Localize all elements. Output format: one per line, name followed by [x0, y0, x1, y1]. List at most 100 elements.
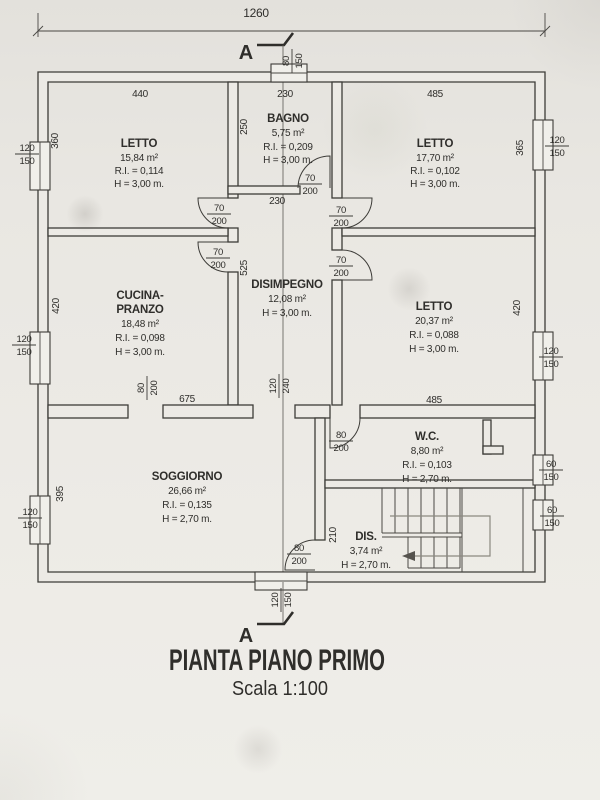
- svg-text:H = 2,70 m.: H = 2,70 m.: [402, 474, 452, 485]
- svg-text:18,48 m²: 18,48 m²: [121, 319, 160, 330]
- svg-text:60: 60: [547, 505, 557, 516]
- svg-text:LETTO: LETTO: [417, 138, 454, 150]
- svg-text:150: 150: [23, 520, 38, 531]
- room-label-letto-e: LETTO 20,37 m² R.I. = 0,088 H = 3,00 m.: [409, 301, 460, 355]
- svg-text:20,37 m²: 20,37 m²: [415, 316, 454, 327]
- door-label-letto-ne: 70 200: [329, 205, 353, 229]
- dim-bagno-width: 230: [277, 89, 294, 100]
- door-label-cucina: 70 200: [206, 247, 230, 271]
- dim-letto-nw-width: 440: [132, 89, 149, 100]
- svg-text:8,80 m²: 8,80 m²: [411, 446, 444, 457]
- svg-text:W.C.: W.C.: [415, 431, 439, 443]
- svg-text:H = 2,70 m.: H = 2,70 m.: [162, 514, 212, 525]
- svg-text:H = 3,00 m.: H = 3,00 m.: [114, 179, 164, 190]
- window-label-e: 120 150: [539, 346, 563, 370]
- door-label-letto-e: 70 200: [329, 255, 353, 279]
- svg-text:150: 150: [545, 518, 560, 529]
- window-label-wc: 60 150: [539, 459, 563, 483]
- section-letter-top: A: [239, 42, 253, 64]
- svg-text:150: 150: [544, 472, 559, 483]
- svg-text:120: 120: [550, 135, 565, 146]
- section-letter-bottom: A: [239, 625, 253, 647]
- window-label-stairs: 60 150: [540, 505, 564, 529]
- svg-text:R.I. = 0,088: R.I. = 0,088: [409, 330, 459, 341]
- room-label-letto-nw: LETTO 15,84 m² R.I. = 0,114 H = 3,00 m.: [114, 138, 164, 190]
- svg-text:R.I. = 0,103: R.I. = 0,103: [402, 460, 452, 471]
- svg-text:15,84 m²: 15,84 m²: [120, 153, 159, 164]
- dim-letto-e-height: 420: [512, 299, 523, 316]
- svg-text:70: 70: [305, 173, 315, 184]
- svg-text:R.I. = 0,098: R.I. = 0,098: [115, 333, 165, 344]
- svg-text:150: 150: [550, 148, 565, 159]
- svg-text:200: 200: [334, 218, 349, 229]
- passage-label-disimpegno-soggiorno: 120 240: [268, 374, 292, 398]
- svg-text:R.I. = 0,102: R.I. = 0,102: [410, 166, 460, 177]
- overall-width-label: 1260: [243, 6, 269, 20]
- dim-letto-nw-height: 360: [50, 132, 61, 149]
- svg-text:80: 80: [136, 383, 147, 393]
- svg-text:LETTO: LETTO: [416, 301, 453, 313]
- svg-text:LETTO: LETTO: [121, 138, 158, 150]
- window-label-sw: 120 150: [18, 507, 42, 531]
- svg-text:H = 3,00 m.: H = 3,00 m.: [410, 179, 460, 190]
- door-letto-ne: [341, 197, 373, 229]
- svg-text:70: 70: [336, 205, 346, 216]
- room-label-cucina: CUCINA- PRANZO 18,48 m² R.I. = 0,098 H =…: [115, 290, 166, 358]
- svg-text:PRANZO: PRANZO: [116, 304, 164, 316]
- overall-dimension-line: 1260: [32, 6, 551, 37]
- svg-text:200: 200: [303, 186, 318, 197]
- dim-soggiorno-width: 675: [179, 394, 196, 405]
- svg-text:5,75 m²: 5,75 m²: [272, 128, 305, 139]
- room-label-wc: W.C. 8,80 m² R.I. = 0,103 H = 2,70 m.: [402, 431, 453, 485]
- svg-text:H = 3,00 m.: H = 3,00 m.: [263, 155, 313, 166]
- svg-text:H = 3,00 m.: H = 3,00 m.: [409, 344, 459, 355]
- dimension-labels: 440 230 485 230 675 485 360 250 365 420 …: [50, 89, 526, 543]
- svg-text:200: 200: [149, 381, 160, 396]
- svg-text:120: 120: [270, 593, 281, 608]
- room-label-disimpegno: DISIMPEGNO 12,08 m² H = 3,00 m.: [251, 279, 323, 319]
- door-label-letto-nw: 70 200: [207, 203, 231, 227]
- dim-dis-height: 210: [328, 526, 339, 543]
- svg-text:150: 150: [17, 347, 32, 358]
- svg-text:200: 200: [292, 556, 307, 567]
- room-label-soggiorno: SOGGIORNO 26,66 m² R.I. = 0,135 H = 2,70…: [152, 471, 223, 525]
- svg-text:150: 150: [294, 54, 305, 69]
- room-labels: LETTO 15,84 m² R.I. = 0,114 H = 3,00 m. …: [114, 113, 461, 571]
- window-label-nw: 120 150: [15, 143, 39, 167]
- svg-text:80: 80: [294, 543, 304, 554]
- svg-text:70: 70: [336, 255, 346, 266]
- dim-disimpegno-height: 525: [239, 259, 250, 276]
- svg-text:H = 3,00 m.: H = 3,00 m.: [262, 308, 312, 319]
- svg-text:80: 80: [336, 430, 346, 441]
- svg-text:H = 2,70 m.: H = 2,70 m.: [341, 560, 391, 571]
- svg-text:3,74 m²: 3,74 m²: [350, 546, 383, 557]
- svg-text:70: 70: [214, 203, 224, 214]
- dim-soggiorno-height: 395: [55, 485, 66, 502]
- section-marker-bottom: A: [239, 582, 295, 647]
- door-label-cucina-soggiorno: 80 200: [136, 376, 160, 400]
- svg-text:200: 200: [334, 443, 349, 454]
- svg-text:BAGNO: BAGNO: [267, 113, 309, 125]
- svg-text:120: 120: [544, 346, 559, 357]
- dim-letto-ne-width: 485: [427, 89, 444, 100]
- plan-scale: Scala 1:100: [232, 678, 328, 700]
- window-label-ne: 120 150: [545, 135, 569, 159]
- svg-text:H = 3,00 m.: H = 3,00 m.: [115, 347, 165, 358]
- window-label-bagno-top: 80 150: [281, 49, 305, 73]
- svg-text:SOGGIORNO: SOGGIORNO: [152, 471, 223, 483]
- dim-disimpegno-width: 230: [269, 196, 286, 207]
- svg-text:120: 120: [20, 143, 35, 154]
- walls: [37, 71, 546, 583]
- window-label-w: 120 150: [12, 334, 36, 358]
- stairs: [381, 488, 524, 572]
- svg-text:70: 70: [213, 247, 223, 258]
- svg-text:150: 150: [283, 593, 294, 608]
- svg-text:DIS.: DIS.: [355, 531, 377, 543]
- svg-text:240: 240: [281, 379, 292, 394]
- room-label-dis: DIS. 3,74 m² H = 2,70 m.: [341, 531, 391, 571]
- doors: [197, 155, 373, 571]
- door-cucina: [197, 241, 229, 273]
- room-label-bagno: BAGNO 5,75 m² R.I. = 0,209 H = 3,00 m.: [263, 113, 314, 166]
